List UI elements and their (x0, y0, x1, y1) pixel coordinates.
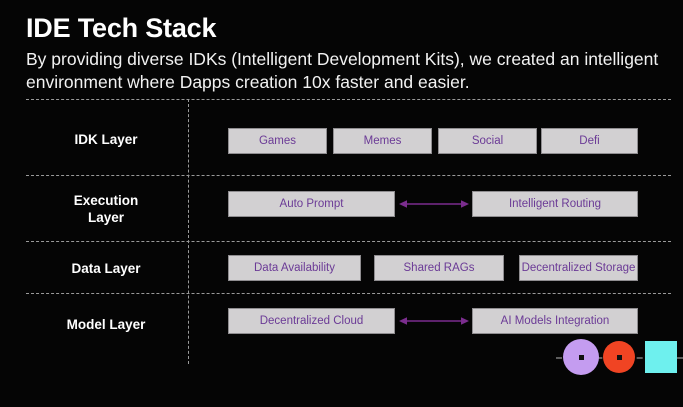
box-ai-models-integration[interactable]: AI Models Integration (472, 308, 638, 334)
box-intelligent-routing[interactable]: Intelligent Routing (472, 191, 638, 217)
layer-label-execution: Execution Layer (26, 192, 186, 226)
box-decentralized-storage[interactable]: Decentralized Storage (519, 255, 638, 281)
divider-idk-execution (26, 175, 671, 176)
layer-label-idk: IDK Layer (26, 131, 186, 148)
page-title: IDE Tech Stack (26, 13, 217, 43)
box-defi[interactable]: Defi (541, 128, 638, 154)
box-data-availability[interactable]: Data Availability (228, 255, 361, 281)
divider-top (26, 99, 671, 100)
layer-label-data-line1: Data Layer (71, 261, 141, 276)
box-shared-rags[interactable]: Shared RAGs (374, 255, 504, 281)
layer-label-data: Data Layer (26, 260, 186, 277)
arrow-model-bidirectional (399, 317, 469, 325)
divider-vertical (188, 99, 189, 364)
box-games[interactable]: Games (228, 128, 327, 154)
box-memes[interactable]: Memes (333, 128, 432, 154)
decoration-orange-circle-dot (616, 354, 622, 360)
divider-data-model (26, 293, 671, 294)
page-subtitle: By providing diverse IDKs (Intelligent D… (26, 49, 659, 92)
arrow-execution-bidirectional (399, 200, 469, 208)
box-decentralized-cloud[interactable]: Decentralized Cloud (228, 308, 395, 334)
decoration-cyan-square (645, 341, 677, 373)
layer-label-model-line1: Model Layer (66, 317, 146, 332)
layer-label-execution-line2: Layer (87, 210, 125, 225)
decoration-purple-circle (563, 339, 599, 375)
decoration-purple-circle-dot (578, 354, 584, 360)
box-social[interactable]: Social (438, 128, 537, 154)
layer-label-execution-line1: Execution (73, 193, 139, 208)
box-auto-prompt[interactable]: Auto Prompt (228, 191, 395, 217)
divider-execution-data (26, 241, 671, 242)
layer-label-model: Model Layer (26, 316, 186, 333)
decoration-orange-circle (603, 341, 635, 373)
layer-label-idk-line1: IDK Layer (74, 132, 138, 147)
